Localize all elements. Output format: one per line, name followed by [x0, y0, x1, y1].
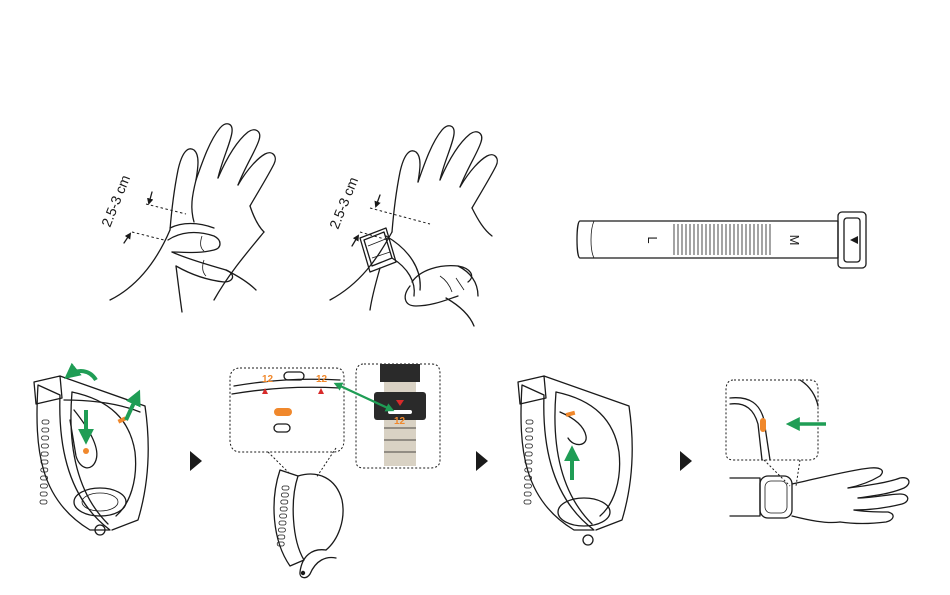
band-hole [278, 528, 285, 532]
band-hole [282, 486, 289, 490]
strap-hole-lines [674, 224, 770, 255]
band-hole [42, 436, 49, 440]
size-mark-l: L [645, 236, 660, 243]
band-hole [524, 492, 531, 496]
band-hole [40, 500, 47, 504]
size-mark-m: M [787, 235, 802, 246]
measure-distance-label: 2.5-3 cm [98, 173, 133, 229]
band-hole [525, 444, 532, 448]
band-hole [42, 428, 49, 432]
hole-number-left: 12 [262, 374, 274, 385]
band-hole [525, 452, 532, 456]
measure-distance-label-2: 2.5-3 cm [326, 175, 361, 231]
band-hole [279, 521, 286, 525]
wrist-measure-strap: 2.5-3 cm [326, 126, 497, 326]
step-4-check-fit [726, 380, 909, 524]
band-hole [281, 493, 288, 497]
band-hole [40, 492, 47, 496]
step-3-fasten-band [518, 376, 632, 545]
band-hole [41, 452, 48, 456]
band-hole [280, 507, 287, 511]
hole-number-right: 12 [316, 374, 328, 385]
band-hole [277, 542, 284, 546]
band-hole [280, 514, 287, 518]
step-2-select-hole: 12 12 12 [230, 364, 440, 578]
band-hole [40, 484, 47, 488]
band-hole [278, 535, 285, 539]
buckle-hole-number: 12 [394, 416, 406, 427]
step-arrow-icon [190, 451, 202, 471]
band-hole [526, 436, 533, 440]
band-hole [526, 428, 533, 432]
band-hole [524, 500, 531, 504]
band-hole [41, 444, 48, 448]
step-arrow-icon [680, 451, 692, 471]
band-hole [281, 500, 288, 504]
wrist-measure-fingers: 2.5-3 cm [98, 124, 275, 312]
band-hole [524, 484, 531, 488]
band-hole [526, 420, 533, 424]
strap-size-guide: L M [577, 212, 866, 268]
step-arrow-icon [476, 451, 488, 471]
step-1-remove-band [34, 371, 148, 535]
band-hole [42, 420, 49, 424]
